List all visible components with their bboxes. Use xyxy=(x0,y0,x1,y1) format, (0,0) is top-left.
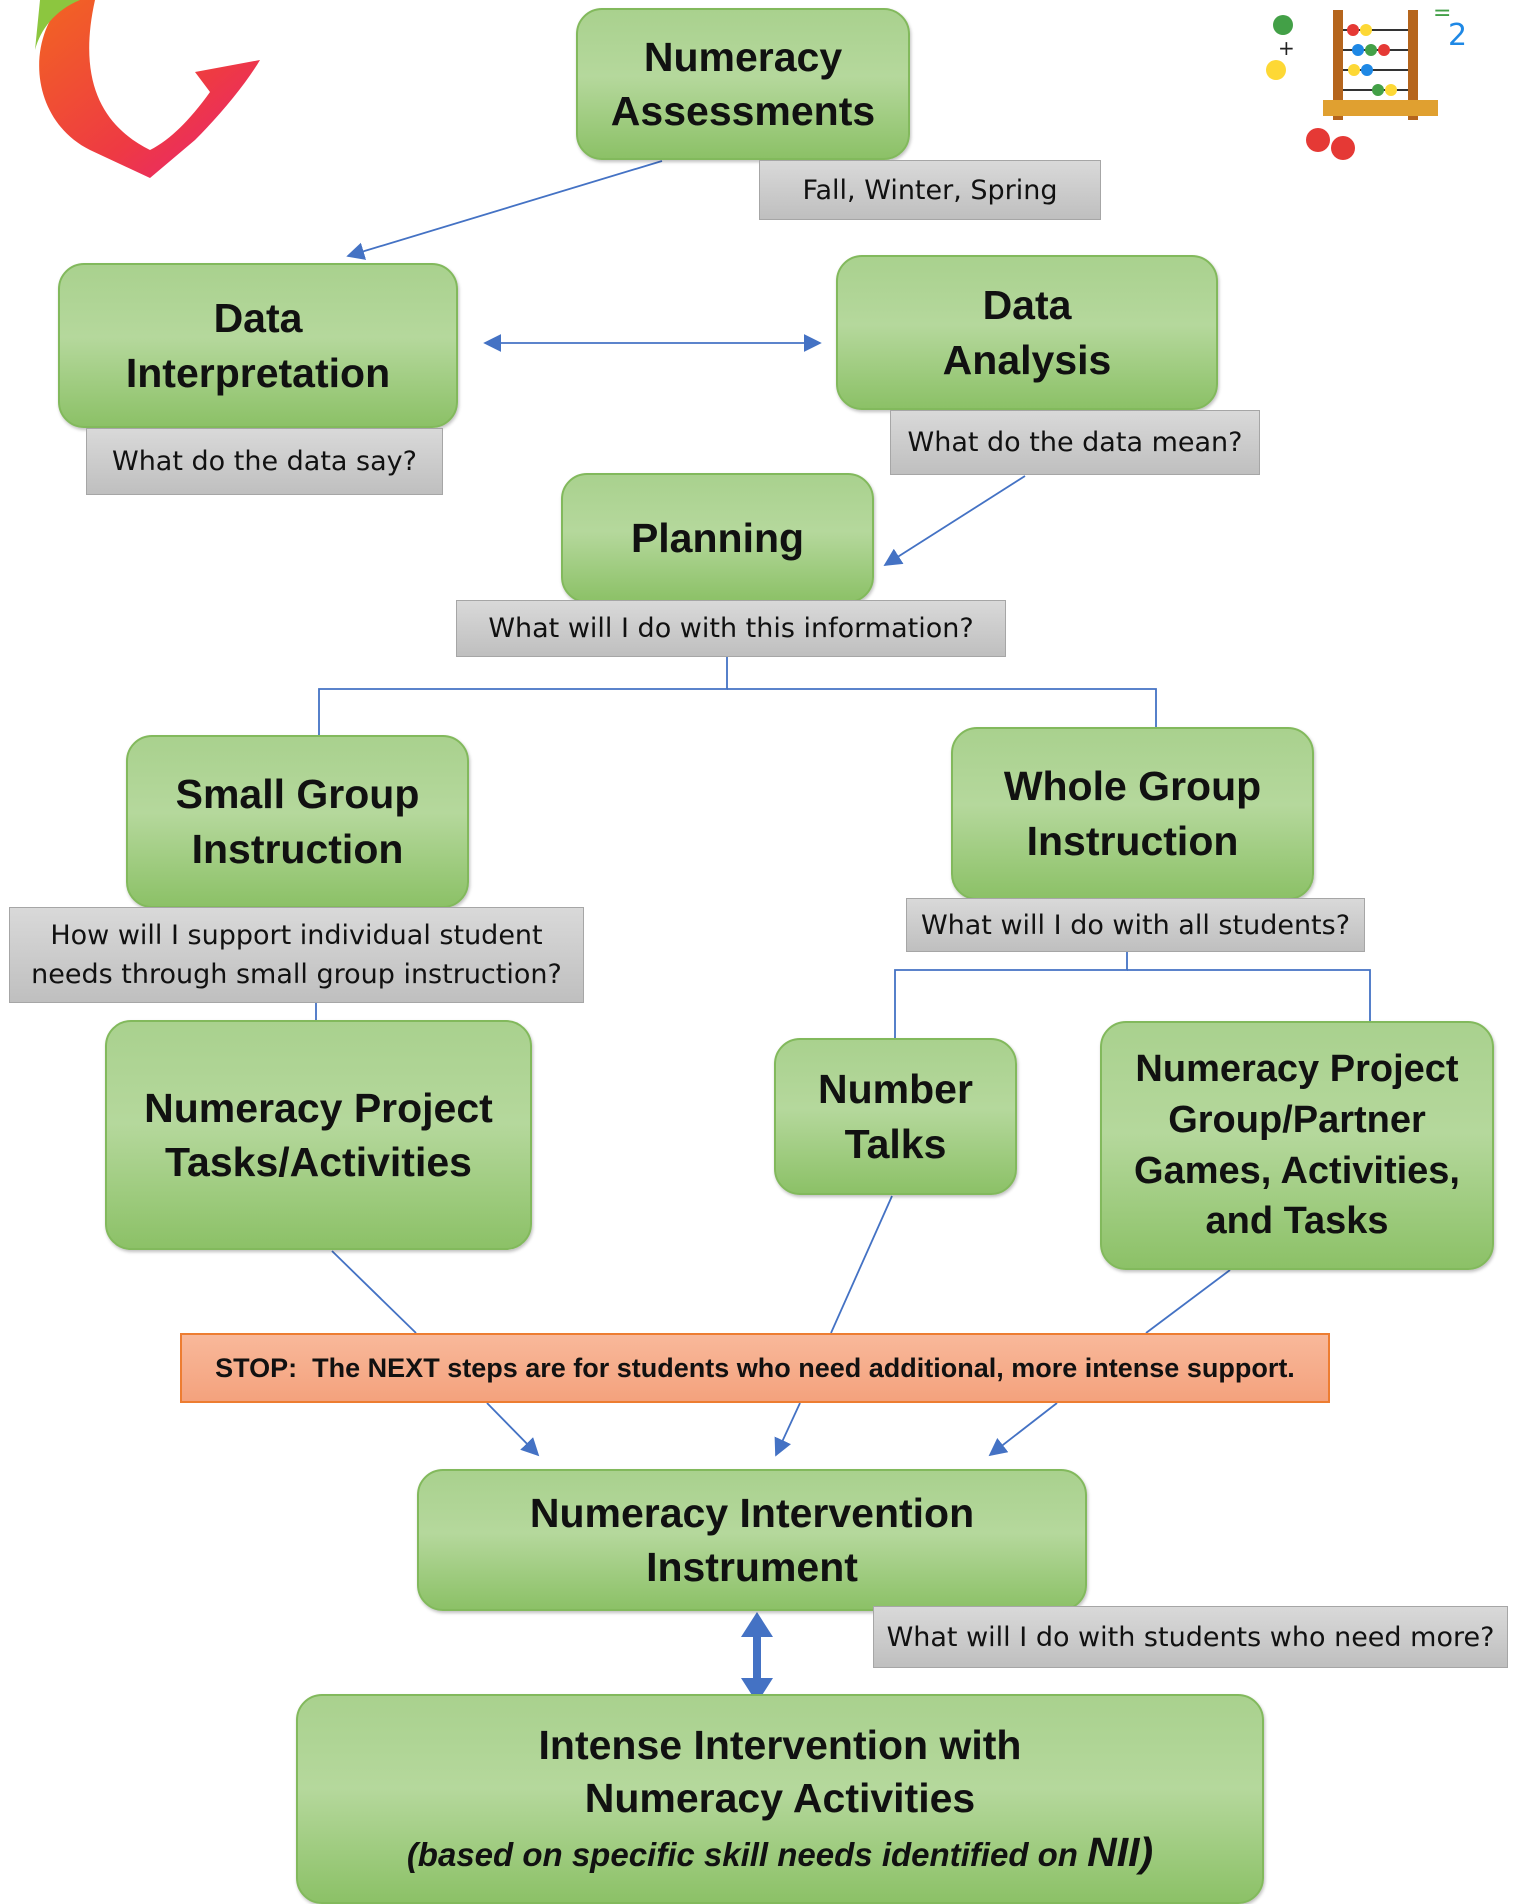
svg-text:+: + xyxy=(1278,36,1295,60)
sublabel-text: (based on specific skill needs identifie… xyxy=(406,1835,1088,1873)
sublabel-emphasis: NII) xyxy=(1087,1828,1154,1875)
node-label: Small Group xyxy=(175,771,420,818)
node-label: Talks xyxy=(844,1120,947,1167)
node-label: Numeracy Intervention xyxy=(529,1489,975,1536)
planning-node: Planning xyxy=(561,473,874,603)
data-mean-question: What do the data mean? xyxy=(890,410,1260,475)
question-line: needs through small group instruction? xyxy=(31,959,562,990)
node-label: Numeracy xyxy=(643,33,843,80)
need-more-question: What will I do with students who need mo… xyxy=(873,1606,1508,1668)
question-line: How will I support individual student xyxy=(50,919,543,951)
small-group-instruction-node: Small Group Instruction xyxy=(126,735,469,908)
node-label: Assessments xyxy=(610,88,876,134)
data-interpretation-node: Data Interpretation xyxy=(58,263,458,428)
node-label: Analysis xyxy=(942,336,1112,383)
numeracy-intervention-instrument-node: Numeracy Intervention Instrument xyxy=(417,1469,1087,1611)
svg-text:2: 2 xyxy=(1448,18,1467,53)
number-talks-node: Number Talks xyxy=(774,1038,1017,1195)
numeracy-project-tasks-node: Numeracy Project Tasks/Activities xyxy=(105,1020,532,1250)
numeracy-project-games-node: Numeracy Project Group/Partner Games, Ac… xyxy=(1100,1021,1494,1270)
abacus-clipart-icon: + 2 = xyxy=(1266,1,1467,160)
node-label: Instruction xyxy=(191,825,404,872)
logo-icon xyxy=(35,0,261,178)
node-label: Numeracy Project xyxy=(1135,1047,1459,1090)
data-say-question: What do the data say? xyxy=(86,428,443,495)
data-analysis-node: Data Analysis xyxy=(836,255,1218,410)
individual-support-question: How will I support individual student ne… xyxy=(9,907,584,1003)
node-sublabel: (based on specific skill needs identifie… xyxy=(407,1826,1153,1879)
node-label: Planning xyxy=(630,514,805,561)
intense-intervention-node: Intense Intervention with Numeracy Activ… xyxy=(296,1694,1264,1904)
node-label: Whole Group xyxy=(1003,763,1262,810)
information-question: What will I do with this information? xyxy=(456,600,1006,657)
stop-banner: STOP: The NEXT steps are for students wh… xyxy=(180,1333,1330,1403)
node-label: Group/Partner xyxy=(1168,1098,1426,1141)
node-label: Number xyxy=(818,1066,973,1113)
node-label: Instrument xyxy=(646,1544,858,1590)
svg-text:=: = xyxy=(1433,1,1451,26)
numeracy-assessments-node: Numeracy Assessments xyxy=(576,8,910,160)
node-label: Tasks/Activities xyxy=(165,1139,472,1185)
node-label: Numeracy Project xyxy=(144,1084,493,1131)
node-label: Interpretation xyxy=(125,349,391,396)
node-label: Games, Activities, xyxy=(1134,1149,1460,1192)
node-label: Data xyxy=(982,282,1072,329)
seasons-label: Fall, Winter, Spring xyxy=(759,160,1101,220)
node-label: Numeracy Activities xyxy=(584,1775,976,1822)
node-label: Intense Intervention with xyxy=(538,1722,1022,1769)
whole-group-instruction-node: Whole Group Instruction xyxy=(951,727,1314,900)
node-label: and Tasks xyxy=(1205,1200,1389,1243)
node-label: Data xyxy=(213,295,303,342)
node-label: Instruction xyxy=(1026,817,1239,864)
all-students-question: What will I do with all students? xyxy=(906,898,1365,952)
